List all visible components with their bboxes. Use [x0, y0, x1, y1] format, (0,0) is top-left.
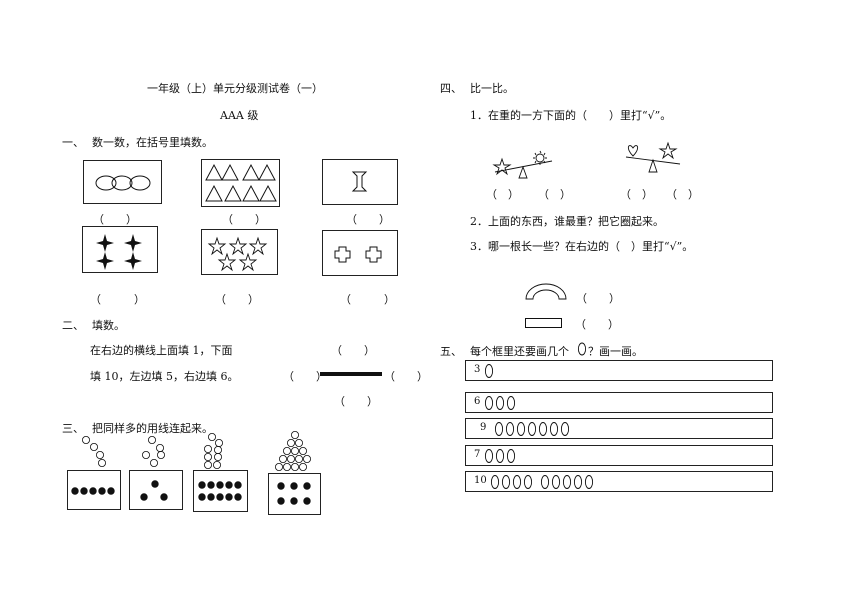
count-box-ovals — [83, 160, 162, 204]
circle-groups-figure — [81, 431, 311, 472]
answer-paren-right[interactable]: （ ） — [384, 370, 428, 383]
count-box-triangles — [201, 159, 280, 207]
ovals-figure — [95, 175, 151, 191]
oval-icon — [577, 342, 587, 356]
arch-figure — [525, 283, 567, 300]
oval-mark — [495, 396, 505, 410]
row-number: 9 — [480, 422, 487, 433]
oval-mark — [495, 449, 505, 463]
oval-mark — [584, 475, 594, 489]
triangles-figure — [205, 163, 277, 202]
oval-mark — [506, 396, 516, 410]
answer-paren-bottom[interactable]: （ ） — [334, 395, 378, 408]
draw-row[interactable]: 6 — [465, 392, 773, 413]
section-5-number: 五、 — [440, 345, 462, 358]
draw-row[interactable]: 9 — [465, 418, 773, 439]
oval-mark — [505, 422, 515, 436]
dots-figure — [71, 487, 115, 495]
dot-box-2 — [129, 470, 183, 510]
section-4-number: 四、 — [440, 82, 462, 95]
horizontal-line — [320, 372, 382, 376]
oval-mark — [538, 422, 548, 436]
oval-mark — [551, 475, 561, 489]
ovals-group — [484, 449, 516, 463]
dot-box-4 — [268, 473, 321, 515]
answer-paren[interactable]: （ ） — [215, 293, 259, 306]
ovals-group — [484, 364, 494, 378]
answer-paren[interactable]: （ ） — [538, 188, 571, 201]
level-label: AAA 级 — [220, 109, 259, 122]
answer-paren[interactable]: （ ） — [93, 213, 137, 226]
bar-figure — [525, 318, 562, 328]
stars-figure — [207, 236, 268, 272]
section-5-title-start: 每个框里还要画几个 — [470, 345, 569, 358]
oval-mark — [501, 475, 511, 489]
question-4-1: 1．在重的一方下面的（ ）里打“√”。 — [470, 109, 672, 122]
answer-paren[interactable]: （ ） — [222, 213, 266, 226]
answer-paren[interactable]: （ ） — [576, 292, 620, 305]
oval-mark — [506, 449, 516, 463]
oval-mark — [512, 475, 522, 489]
ovals-group — [490, 475, 594, 489]
answer-paren-left[interactable]: （ ） — [283, 370, 327, 383]
ovals-group — [484, 396, 516, 410]
section-3-number: 三、 — [62, 422, 84, 435]
answer-paren[interactable]: （ ） — [575, 318, 619, 331]
page-title: 一年级（上）单元分级测试卷（一） — [147, 82, 323, 95]
answer-paren[interactable]: （ ） — [340, 293, 395, 306]
draw-row[interactable]: 10 — [465, 471, 773, 492]
question-4-2: 2．上面的东西，谁最重？把它圈起来。 — [470, 215, 664, 228]
answer-paren[interactable]: （ ） — [666, 188, 699, 201]
oval-mark — [490, 475, 500, 489]
answer-paren-top[interactable]: （ ） — [331, 344, 375, 357]
count-box-sparkles — [82, 226, 158, 273]
section-1-title: 数一数，在括号里填数。 — [92, 136, 213, 149]
section-4-title: 比一比。 — [470, 82, 514, 95]
balance-scale-2 — [625, 141, 681, 173]
section-2-instruction-2: 填 10，左边填 5，右边填 6。 — [90, 370, 239, 383]
oval-mark — [484, 449, 494, 463]
oval-mark — [484, 396, 494, 410]
ovals-group — [494, 422, 570, 436]
dot-box-3 — [193, 470, 248, 512]
section-5-title-end: ？画一画。 — [588, 345, 643, 358]
answer-paren[interactable]: （ ） — [620, 188, 653, 201]
section-2-title: 填数。 — [92, 319, 125, 332]
count-box-stars — [201, 229, 278, 275]
section-3-title: 把同样多的用线连起来。 — [92, 422, 213, 435]
row-number: 7 — [474, 449, 481, 460]
oval-mark — [549, 422, 559, 436]
oval-mark — [516, 422, 526, 436]
dots-figure — [277, 482, 311, 505]
answer-paren[interactable]: （ ） — [486, 188, 519, 201]
section-2-number: 二、 — [62, 319, 84, 332]
count-box-crosses — [322, 230, 398, 276]
section-1-number: 一、 — [62, 136, 84, 149]
section-2-instruction-1: 在右边的横线上面填 1，下面 — [90, 344, 233, 357]
answer-paren[interactable]: （ ） — [90, 293, 145, 306]
oval-mark — [494, 422, 504, 436]
question-4-3: 3．哪一根长一些？在右边的（ ）里打“√”。 — [470, 240, 694, 253]
crosses-figure — [334, 246, 382, 263]
dot-box-1 — [67, 470, 121, 510]
oval-mark — [540, 475, 550, 489]
dots-figure — [198, 481, 242, 501]
row-number: 10 — [474, 475, 487, 486]
bracket-figure — [351, 171, 368, 192]
count-box-bracket — [322, 159, 398, 205]
draw-row[interactable]: 3 — [465, 360, 773, 381]
oval-mark — [562, 475, 572, 489]
row-number: 3 — [474, 364, 481, 375]
balance-scale-1 — [492, 150, 553, 179]
sparkles-figure — [96, 234, 142, 270]
draw-row[interactable]: 7 — [465, 445, 773, 466]
row-number: 6 — [474, 396, 481, 407]
answer-paren[interactable]: （ ） — [346, 213, 390, 226]
oval-mark — [484, 364, 494, 378]
oval-mark — [573, 475, 583, 489]
dots-figure — [140, 480, 168, 501]
oval-mark — [560, 422, 570, 436]
oval-mark — [527, 422, 537, 436]
oval-mark — [523, 475, 533, 489]
